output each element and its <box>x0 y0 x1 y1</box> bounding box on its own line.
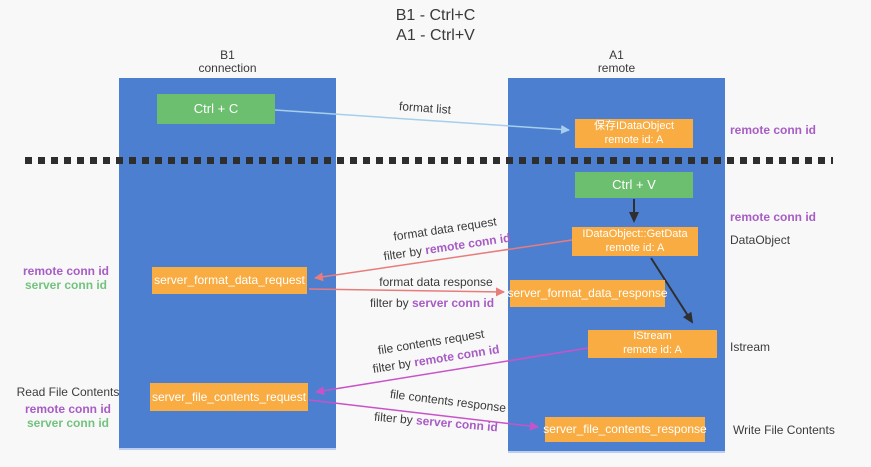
ctrl-v-label: Ctrl + V <box>612 176 656 192</box>
server-file-contents-response-label: server_file_contents_response <box>543 422 707 436</box>
getdata-line2: remote id: A <box>605 241 665 254</box>
filter-key-server-conn-id: server conn id <box>415 413 499 435</box>
annotation-dataobject: DataObject <box>730 233 791 247</box>
conn-id-left-block: remote conn id server conn id <box>18 264 114 292</box>
annotation-server-conn-id-left: server conn id <box>24 278 108 292</box>
filter-prefix: filter by <box>373 409 414 427</box>
format-data-response-label: format data response <box>379 275 493 289</box>
title-line-1: B1 - Ctrl+C <box>395 7 476 24</box>
getdata-box: IDataObject::GetData remote id: A <box>572 227 698 256</box>
annotation-remote-conn-id-left: remote conn id <box>22 264 109 278</box>
annotation-istream: Istream <box>730 340 771 354</box>
annotation-remote-conn-id-top: remote conn id <box>730 123 817 137</box>
save-dataobject-line2: remote id: A <box>604 133 664 146</box>
ctrl-v-box: Ctrl + V <box>575 172 693 198</box>
annotation-remote-conn-id-mid: remote conn id <box>730 210 817 224</box>
server-file-contents-request-box: server_file_contents_request <box>150 383 308 411</box>
filter-key-server-conn-id: server conn id <box>412 296 495 310</box>
filter-prefix: filter by <box>371 356 413 376</box>
lifeline-header-b1: B1 connection <box>119 49 336 75</box>
getdata-line1: IDataObject::GetData <box>582 227 688 240</box>
format-data-response-arrow <box>308 287 505 297</box>
annotation-read-file-contents: Read File Contents <box>16 385 120 399</box>
istream-line2: remote id: A <box>623 344 682 356</box>
annotation-write-file-contents: Write File Contents <box>733 423 835 437</box>
istream-line1: IStream <box>633 330 672 343</box>
server-format-data-response-label: server_format_data_response <box>507 286 668 300</box>
read-file-contents-block: Read File Contents remote conn id server… <box>16 385 120 430</box>
lifeline-header-a1: A1 remote <box>508 49 725 75</box>
istream-box: IStream remote id: A <box>588 330 717 358</box>
save-dataobject-box: 保存IDataObject remote id: A <box>575 119 693 148</box>
format-data-response-filter-label: filter by server conn id <box>370 296 494 310</box>
filter-prefix: filter by <box>382 243 423 264</box>
file-contents-response-label: file contents response <box>389 386 507 416</box>
server-file-contents-response-box: server_file_contents_response <box>543 417 707 442</box>
format-list-label: format list <box>398 99 452 117</box>
diagram-title: B1 - Ctrl+C A1 - Ctrl+V <box>0 6 871 46</box>
lifeline-b1-subtitle: connection <box>198 61 257 75</box>
server-format-data-response-box: server_format_data_response <box>507 280 668 307</box>
boundary-dashed-line <box>25 157 833 164</box>
ctrl-c-box: Ctrl + C <box>157 94 275 124</box>
server-format-data-request-box: server_format_data_request <box>152 267 307 294</box>
server-file-contents-request-label: server_file_contents_request <box>151 389 307 404</box>
annotation-server-conn-id-bottom-left: server conn id <box>26 416 110 430</box>
lifeline-a1-name: A1 <box>609 48 624 62</box>
lifeline-a1-subtitle: remote <box>597 61 636 75</box>
server-format-data-request-label: server_format_data_request <box>154 273 305 287</box>
annotation-remote-conn-id-bottom-left: remote conn id <box>24 402 111 416</box>
title-line-2: A1 - Ctrl+V <box>396 27 475 44</box>
file-contents-response-filter-label: filter by server conn id <box>374 410 499 435</box>
ctrl-c-label: Ctrl + C <box>193 100 239 116</box>
lifeline-b1-name: B1 <box>220 48 235 62</box>
filter-prefix: filter by <box>369 296 409 310</box>
save-dataobject-line1: 保存IDataObject <box>593 119 675 132</box>
